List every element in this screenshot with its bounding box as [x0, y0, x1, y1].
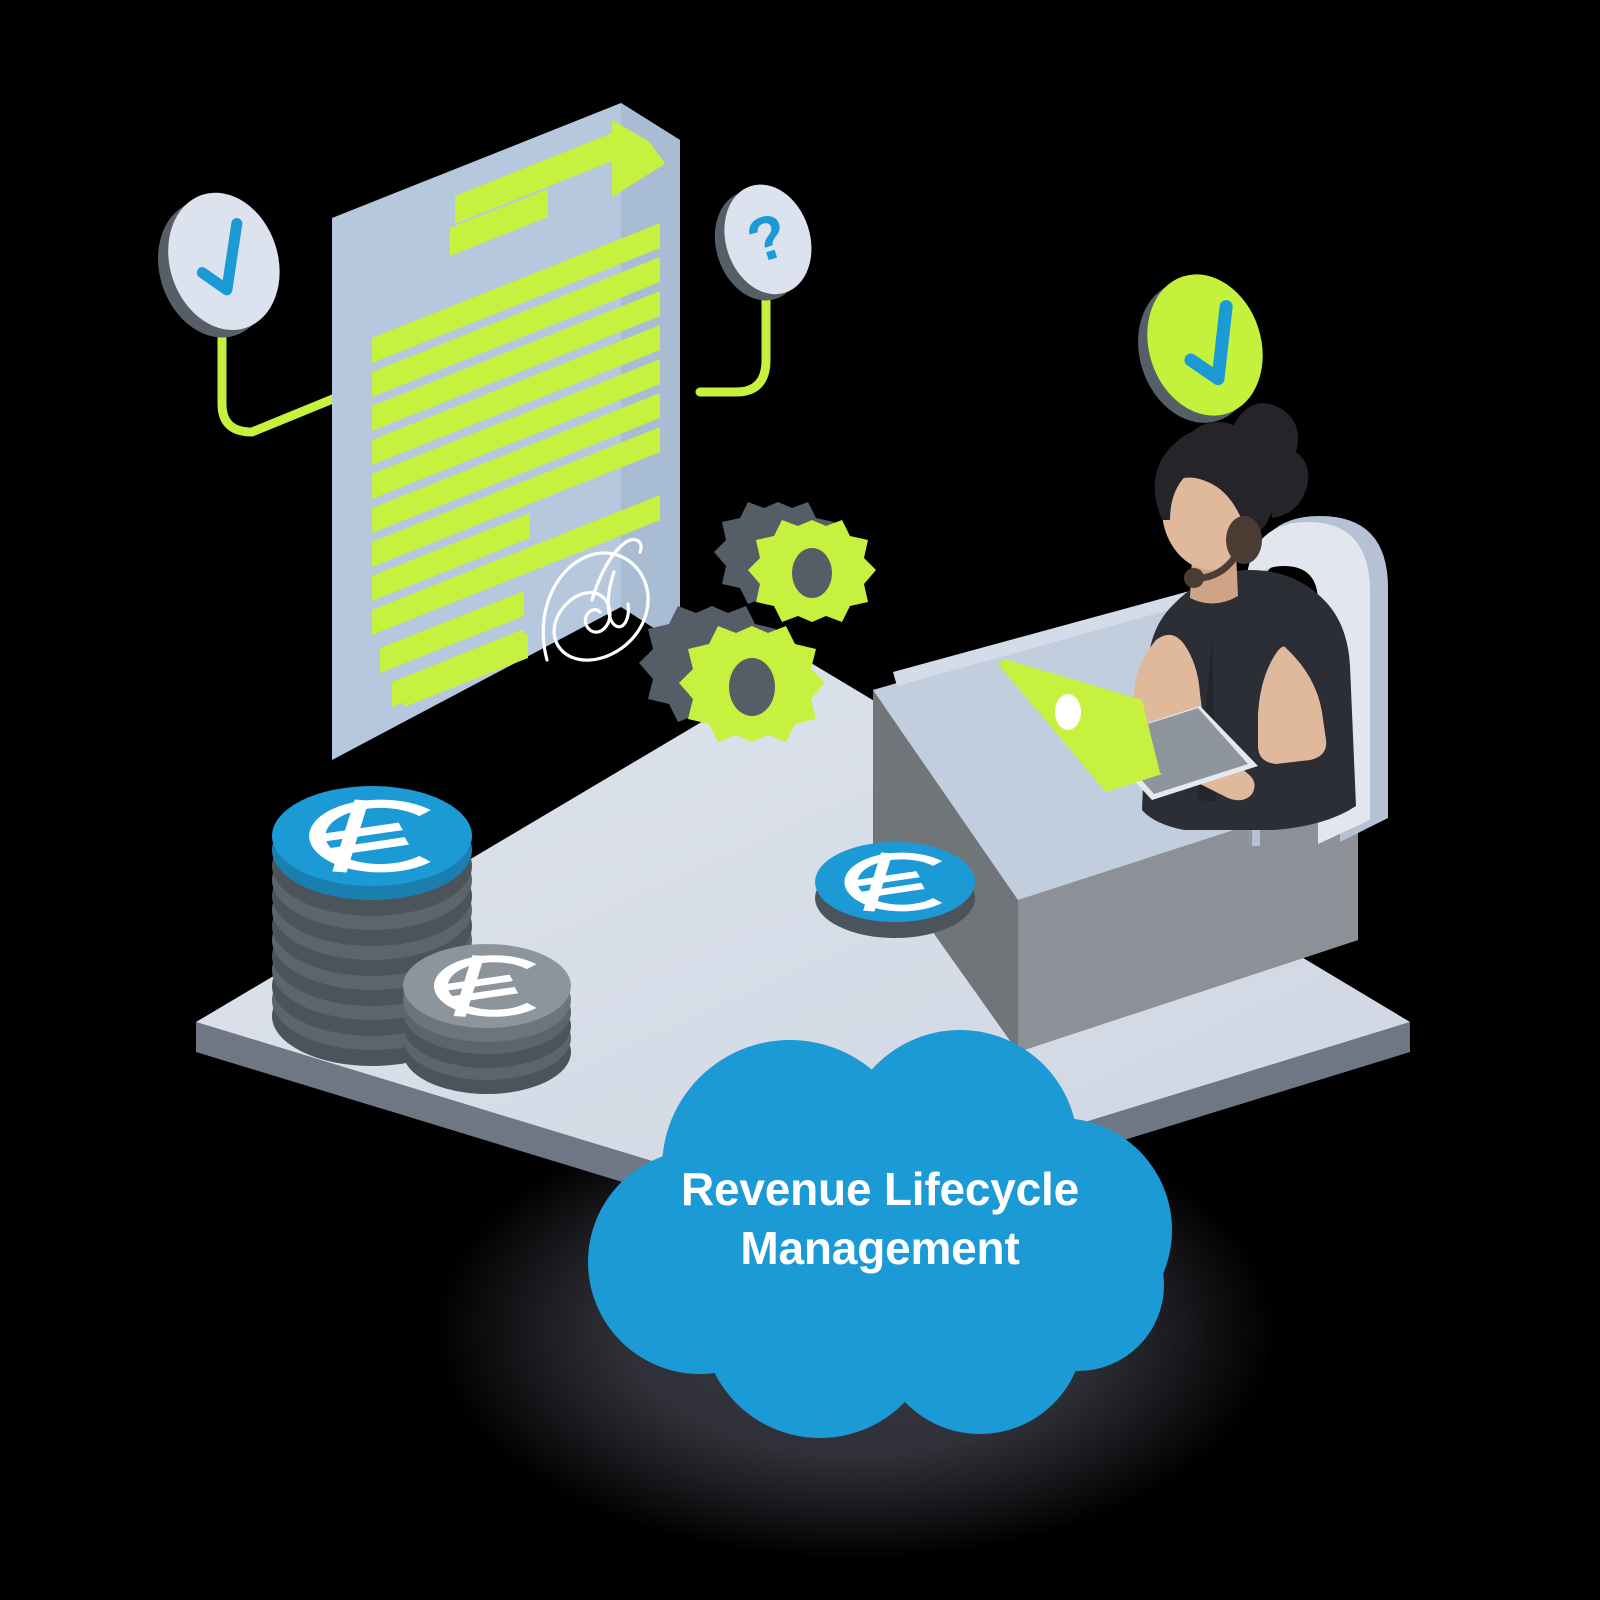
check-icon: [1184, 300, 1233, 386]
document-text-lines: [372, 120, 676, 707]
gear-face: [679, 626, 825, 742]
document-corner-marker: [612, 120, 676, 197]
agent-head: [1154, 403, 1309, 588]
check-badge-left: [157, 192, 280, 338]
coin-stack-short: [403, 944, 571, 1094]
question-badge: ?: [714, 184, 812, 301]
euro-symbol-icon: [434, 955, 537, 1017]
laptop: [998, 659, 1258, 800]
cloud-label[interactable]: [588, 1030, 1172, 1438]
gear-cluster: [639, 502, 876, 742]
check-icon: [196, 218, 243, 296]
coin-single-desk: [815, 842, 975, 938]
check-badge-green: [1138, 274, 1263, 423]
signed-contract-document: [332, 103, 680, 760]
euro-symbol-icon: [309, 799, 431, 873]
signature-scribble: [541, 538, 650, 662]
laptop-logo-icon: [1055, 694, 1081, 730]
headset-earpiece-icon: [1226, 516, 1262, 564]
badge-connector-lines: [217, 285, 771, 437]
support-agent: [1094, 403, 1388, 850]
euro-symbol-icon: [844, 852, 943, 912]
laptop-lid: [998, 659, 1162, 792]
gear-face: [748, 520, 876, 622]
